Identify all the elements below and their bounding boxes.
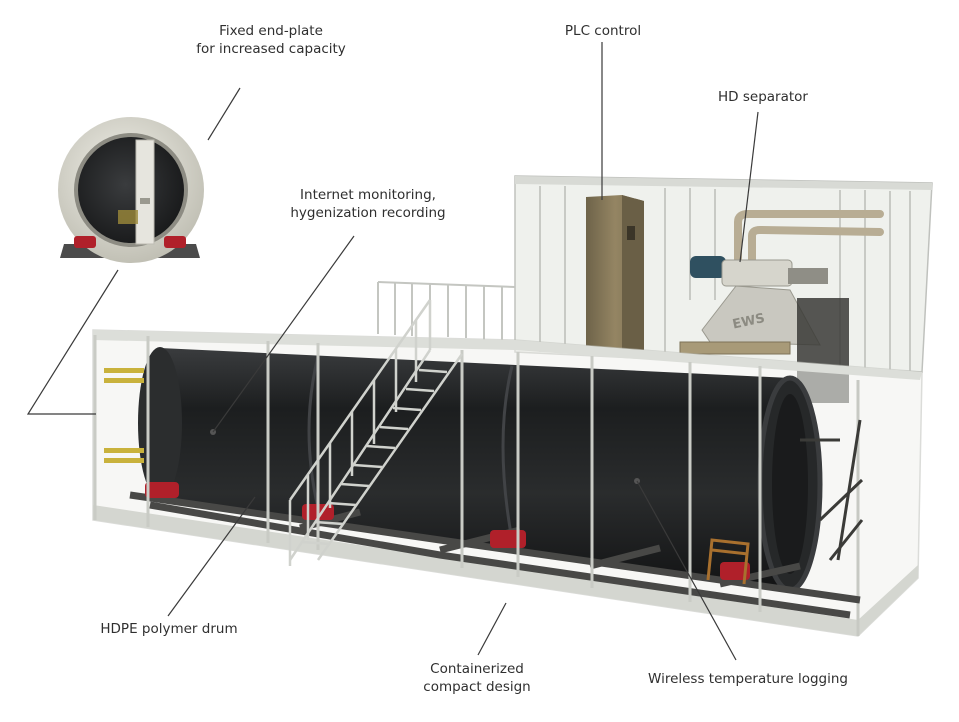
label-internet-monitoring: Internet monitoring, hygenization record… bbox=[290, 187, 446, 221]
label-plc-control: PLC control bbox=[564, 23, 642, 39]
roller-brackets bbox=[706, 538, 750, 585]
label-hd-separator: HD separator bbox=[718, 89, 808, 105]
container-posts bbox=[93, 335, 762, 612]
label-containerized: Containerized compact design bbox=[423, 661, 531, 695]
label-hdpe-drum: HDPE polymer drum bbox=[100, 621, 238, 637]
brand-mark: EWS bbox=[731, 311, 766, 332]
label-wireless-temperature: Wireless temperature logging bbox=[648, 671, 848, 687]
pipes bbox=[734, 210, 884, 266]
plc-cabinet bbox=[586, 195, 644, 352]
end-frame bbox=[800, 419, 864, 561]
platform-railing bbox=[377, 281, 516, 342]
stairs bbox=[288, 299, 464, 566]
label-end-plate: Fixed end-plate for increased capacity bbox=[196, 23, 346, 57]
leader-lines bbox=[26, 42, 759, 661]
end-plate-inset bbox=[58, 117, 204, 263]
hdpe-drum bbox=[138, 347, 823, 593]
end-brackets bbox=[104, 368, 144, 463]
hd-separator: EWS bbox=[679, 256, 828, 355]
